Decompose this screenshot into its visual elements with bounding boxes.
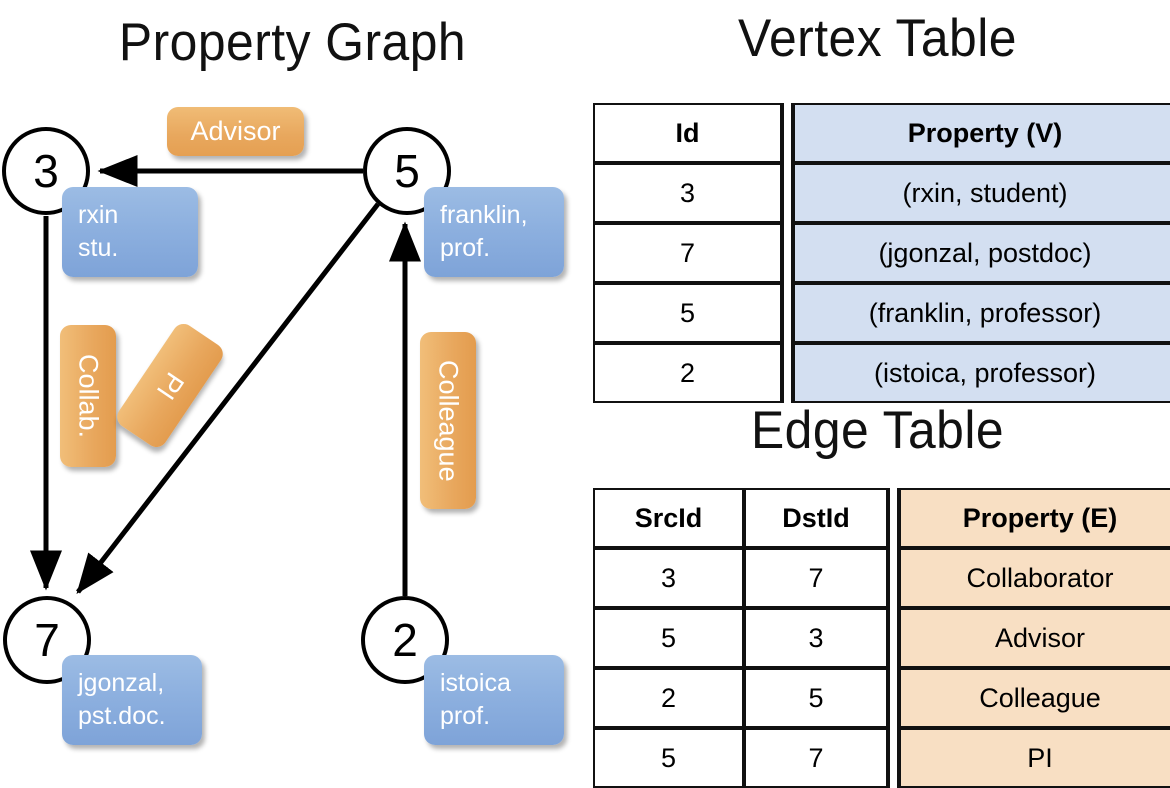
vertex-cell-property: (rxin, student)	[791, 163, 1170, 223]
edge-cell-dstid: 3	[744, 608, 890, 668]
edge-cell-dstid: 7	[744, 548, 890, 608]
edge-cell-property: Colleague	[897, 668, 1170, 728]
edge-label-collab: Collab.	[60, 325, 116, 467]
table-column-gap	[784, 103, 791, 163]
table-column-gap	[784, 163, 791, 223]
graph-node-2[interactable]: 2	[361, 596, 449, 684]
edge-label-advisor: Advisor	[167, 107, 304, 156]
edge-label-colleague: Colleague	[420, 332, 476, 509]
edge-cell-srcid: 2	[593, 668, 744, 728]
vertex-table-header-property: Property (V)	[791, 103, 1170, 163]
table-column-gap	[890, 548, 897, 608]
table-column-gap	[784, 223, 791, 283]
table-row[interactable]: 5 7 PI	[593, 728, 1170, 788]
vertex-cell-property: (istoica, professor)	[791, 343, 1170, 403]
vertex-cell-id: 7	[593, 223, 784, 283]
table-column-gap	[890, 668, 897, 728]
vertex-cell-property: (jgonzal, postdoc)	[791, 223, 1170, 283]
vertex-table-header-id: Id	[593, 103, 784, 163]
table-row[interactable]: 3 7 Collaborator	[593, 548, 1170, 608]
edge-cell-property: PI	[897, 728, 1170, 788]
table-column-gap	[890, 728, 897, 788]
table-row[interactable]: 2 (istoica, professor)	[593, 343, 1170, 403]
edge-label-colleague-text: Colleague	[433, 359, 464, 482]
edge-cell-dstid: 5	[744, 668, 890, 728]
edge-cell-property: Advisor	[897, 608, 1170, 668]
page-title-property-graph: Property Graph	[118, 13, 467, 72]
node-property-box-rxin: rxin stu.	[62, 187, 198, 277]
edge-cell-srcid: 5	[593, 608, 744, 668]
table-row[interactable]: 5 (franklin, professor)	[593, 283, 1170, 343]
table-row[interactable]: 3 (rxin, student)	[593, 163, 1170, 223]
table-column-gap	[890, 488, 897, 548]
page-title-vertex-table: Vertex Table	[738, 9, 1017, 68]
node-property-box-jgonzal: jgonzal, pst.doc.	[62, 655, 202, 745]
table-column-gap	[784, 283, 791, 343]
table-row[interactable]: 5 3 Advisor	[593, 608, 1170, 668]
edge-cell-property: Collaborator	[897, 548, 1170, 608]
edge-cell-dstid: 7	[744, 728, 890, 788]
edge-table-header-srcid: SrcId	[593, 488, 744, 548]
vertex-cell-id: 5	[593, 283, 784, 343]
edge-label-pi-text: PI	[150, 366, 190, 405]
edge-cell-srcid: 3	[593, 548, 744, 608]
edge-table: SrcId DstId Property (E) 3 7 Collaborato…	[593, 488, 1170, 788]
vertex-table: Id Property (V) 3 (rxin, student) 7 (jgo…	[593, 103, 1170, 403]
edge-label-advisor-text: Advisor	[190, 116, 281, 146]
table-row[interactable]: 2 5 Colleague	[593, 668, 1170, 728]
table-column-gap	[784, 343, 791, 403]
page-title-edge-table: Edge Table	[750, 401, 1005, 460]
vertex-cell-property: (franklin, professor)	[791, 283, 1170, 343]
table-column-gap	[890, 608, 897, 668]
table-row[interactable]: 7 (jgonzal, postdoc)	[593, 223, 1170, 283]
node-property-box-istoica: istoica prof.	[424, 655, 564, 745]
graph-edges-svg	[30, 155, 421, 596]
edge-5-to-7	[76, 202, 380, 594]
edge-cell-srcid: 5	[593, 728, 744, 788]
graph-node-5[interactable]: 5	[363, 127, 451, 215]
vertex-cell-id: 2	[593, 343, 784, 403]
vertex-table-header-row: Id Property (V)	[593, 103, 1170, 163]
edge-table-header-dstid: DstId	[744, 488, 890, 548]
edge-label-collab-text: Collab.	[73, 353, 104, 439]
vertex-cell-id: 3	[593, 163, 784, 223]
property-graph-canvas: 3 5 7 2 rxin stu. franklin, prof. jgonza…	[0, 0, 585, 760]
edge-table-header-property: Property (E)	[897, 488, 1170, 548]
node-property-box-franklin: franklin, prof.	[424, 187, 564, 277]
edge-table-header-row: SrcId DstId Property (E)	[593, 488, 1170, 548]
